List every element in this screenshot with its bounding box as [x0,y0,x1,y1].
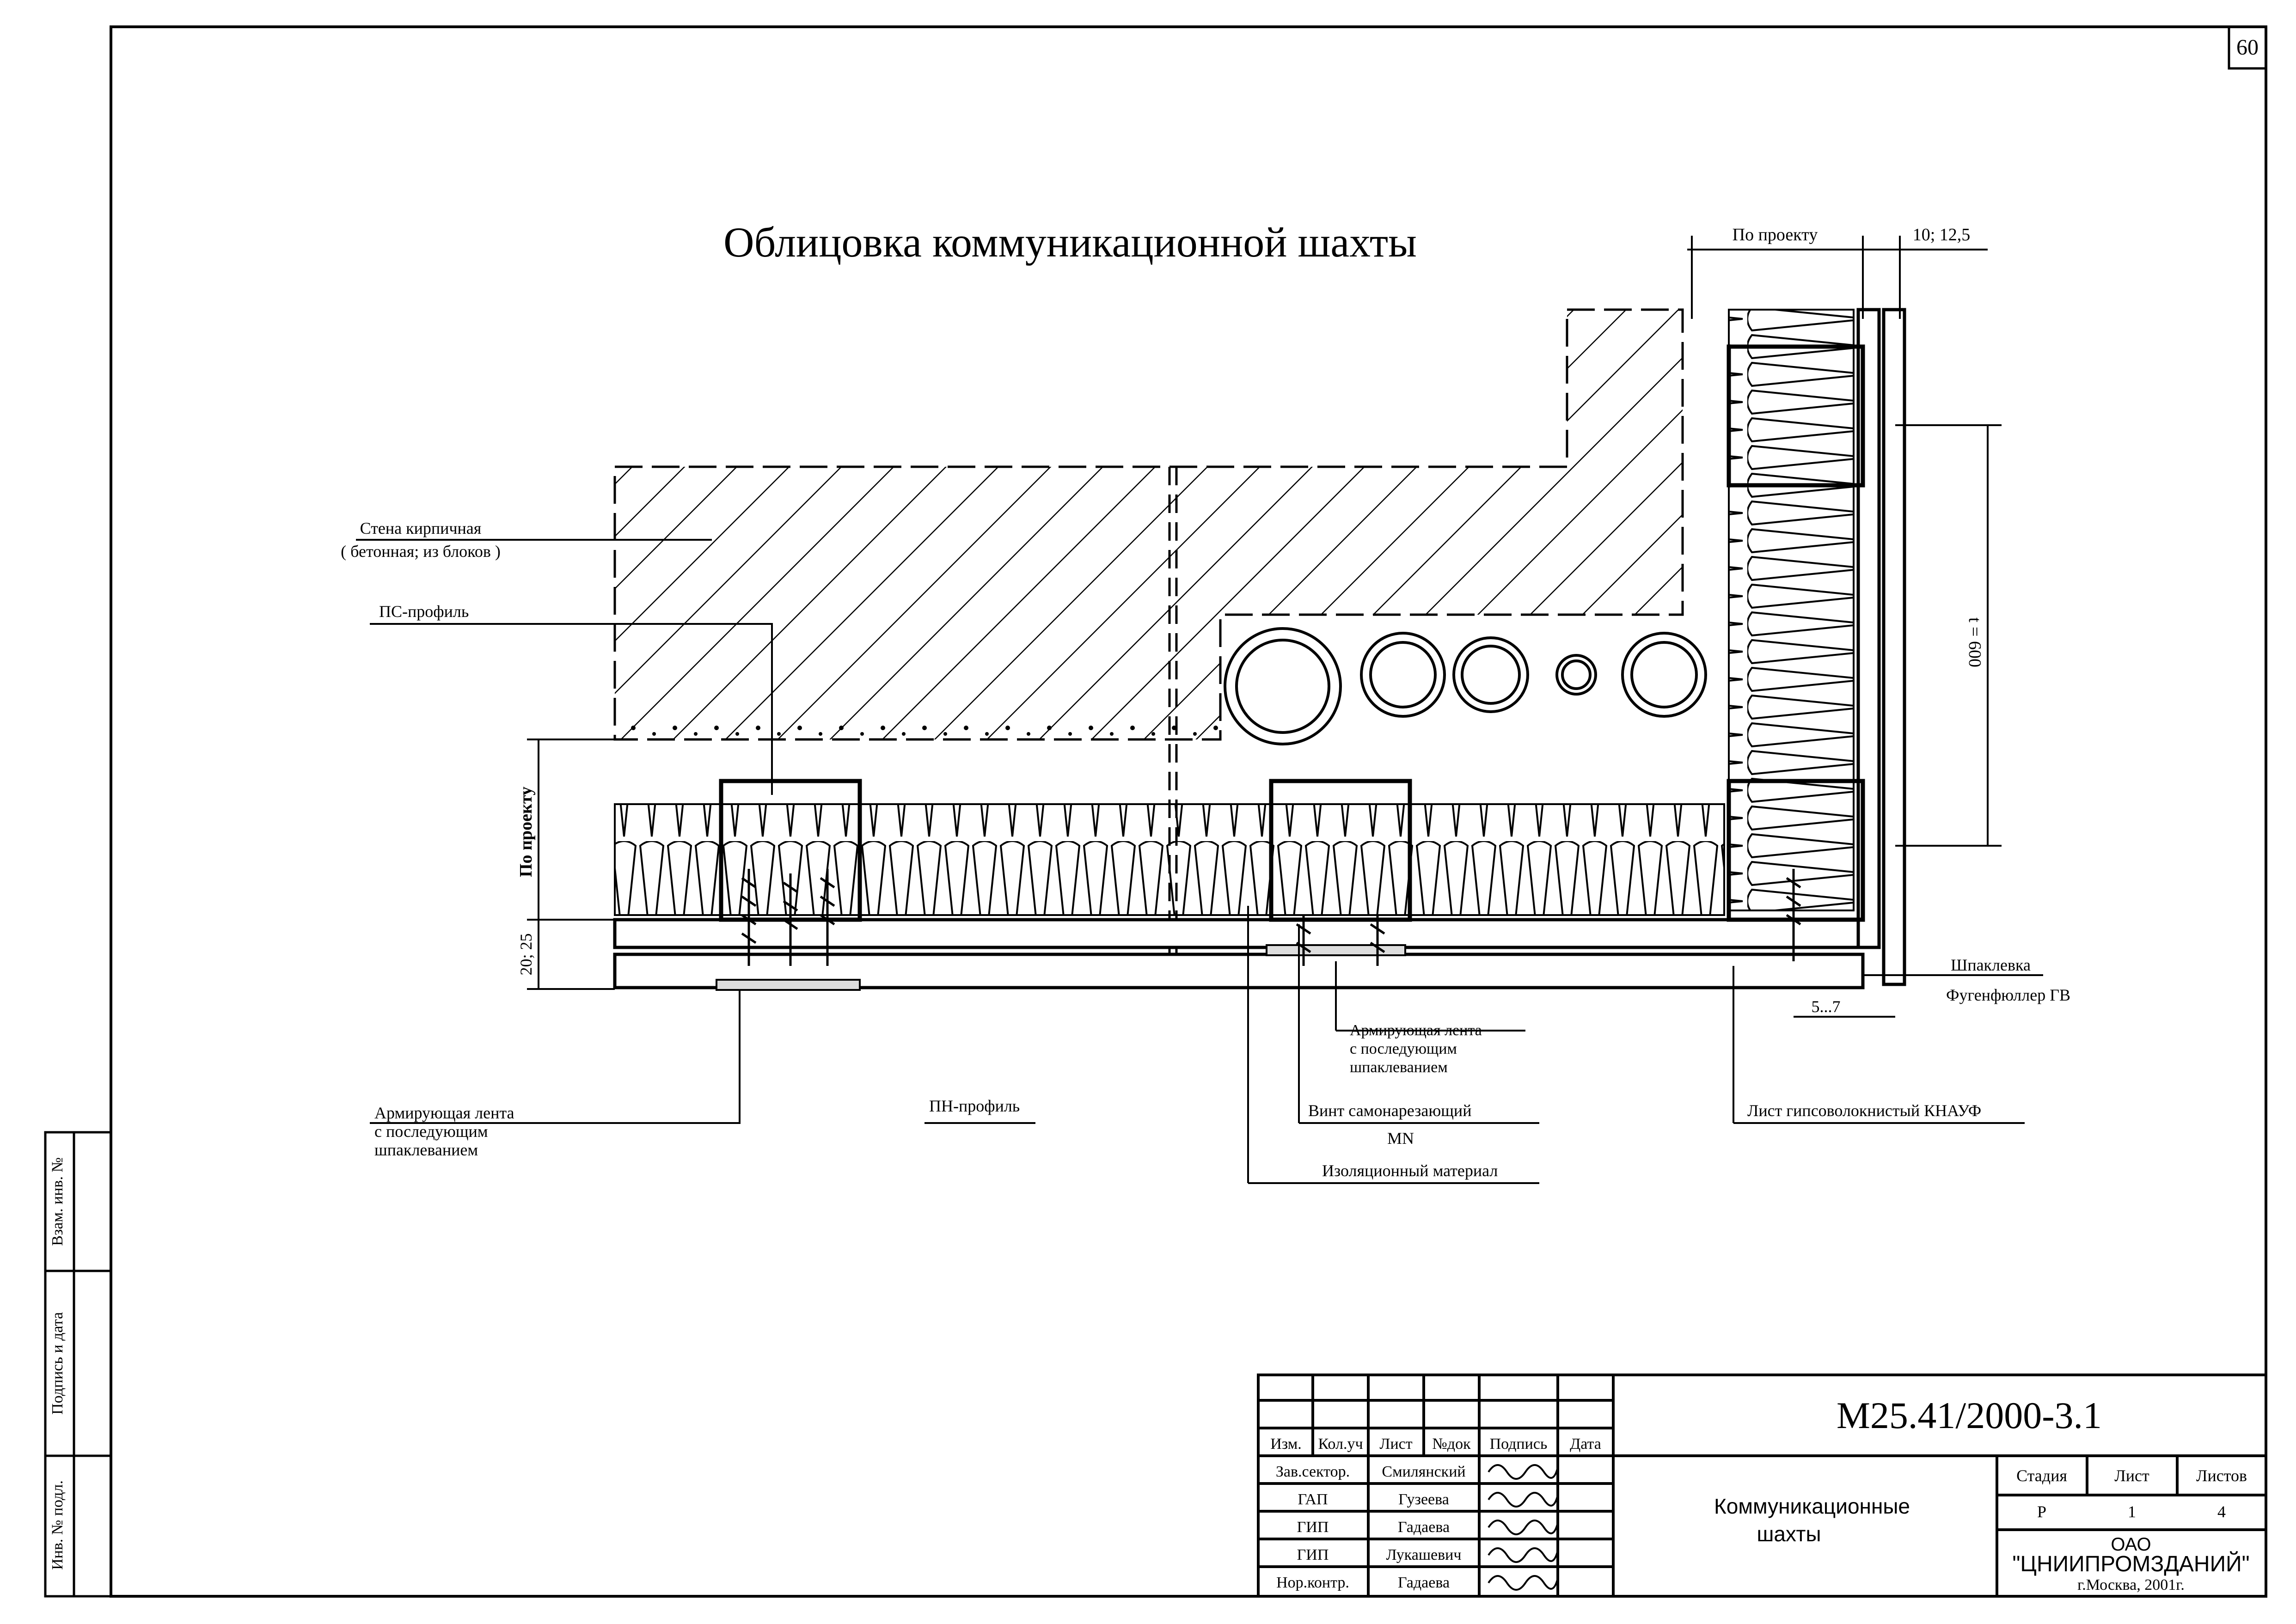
ps-profile-mid [1269,779,1412,922]
ps-profile-top [1727,344,1865,488]
signatures [1488,1464,1559,1591]
stamp-header-izm: Изм. [1270,1435,1302,1453]
tape-mid [1266,944,1406,956]
sheet-number-box [2228,25,2267,70]
label-wall: Стена кирпичная [360,519,482,537]
label-wall-sub: ( бетонная; из блоков ) [341,542,501,561]
label-tape-mid-1: Армирующая лента [1350,1022,1482,1039]
side-stamp [44,1131,112,1598]
dim-top-thickness: 10; 12,5 [1913,225,1971,244]
stamp-header-list: Лист [1379,1435,1412,1453]
stamp-doc-name-1: Коммуникационные [1714,1494,1910,1518]
side-stamp-replace: Взам. инв. № [49,1157,66,1246]
stamp-org-1: ОАО [2111,1534,2151,1555]
label-tape-mid-3: шпаклеванием [1350,1059,1448,1076]
sheet-frame [110,25,2267,1598]
stamp-name-3: Гадаева [1398,1519,1450,1536]
dimension-lines [527,236,2002,1018]
side-stamp-signature: Подпись и дата [49,1312,66,1415]
stamp-doc-name-2: шахты [1757,1522,1821,1546]
stamp-stage: Р [2037,1502,2046,1521]
label-screw-type: MN [1387,1129,1414,1148]
stamp-sheet-header: Лист [2114,1466,2149,1485]
ps-profile-bottom [1727,779,1865,922]
stamp-header-koluch: Кол.уч [1318,1435,1363,1453]
sheet-number: 60 [2236,35,2259,60]
stamp-name-2: Гузеева [1398,1491,1449,1508]
stamp-header-sign: Подпись [1490,1435,1548,1453]
stamp-stage-header: Стадия [2016,1466,2067,1485]
stamp-name-4: Лукашевич [1386,1546,1462,1563]
stamp-org-3: г.Москва, 2001г. [2077,1576,2185,1593]
side-stamp-inventory: Инв. № подл. [49,1480,66,1570]
label-tape-left-1: Армирующая лента [374,1104,514,1122]
stamp-role-5: Нор.контр. [1276,1574,1349,1591]
label-putty: Шпаклевка [1951,956,2031,974]
stamp-name-1: Смилянский [1382,1463,1465,1480]
stamp-sheet: 1 [2128,1502,2136,1521]
mortar-layer [615,721,1220,739]
insulation-vertical [1728,309,1855,911]
stamp-role-1: Зав.сектор. [1276,1463,1350,1480]
tape-left [716,979,861,991]
pipes [1224,627,1707,745]
stamp-sheets-header: Листов [2196,1466,2247,1485]
gypsum-sheet-vertical-2 [1882,308,1906,986]
label-tape-left-2: с последующим [374,1122,488,1141]
stamp-name-5: Гадаева [1398,1574,1450,1591]
title-block [1257,1374,2267,1598]
label-sheet: Лист гипсоволокнистый КНАУФ [1747,1101,1981,1120]
label-screw: Винт самонарезающий [1308,1101,1471,1120]
label-tape-mid-2: с последующим [1350,1040,1457,1057]
label-tape-left-3: шпаклеванием [374,1141,478,1159]
leader-lines [356,539,2043,1184]
stamp-sheets: 4 [2217,1502,2226,1521]
stamp-header-doc: №док [1432,1435,1471,1453]
label-ps-profile: ПС-профиль [379,602,469,621]
dim-step: t = 600 [1965,617,1984,667]
stamp-org-2: "ЦНИИПРОМЗДАНИЙ" [2012,1551,2249,1576]
insulation-horizontal [614,803,1725,916]
screws [741,869,1801,966]
dim-left-gap: 20; 25 [517,933,535,975]
dim-top-project: По проекту [1733,225,1818,244]
stamp-code: М25.41/2000-3.1 [1837,1394,2102,1436]
label-fugen: Фугенфюллер ГВ [1946,986,2070,1004]
stamp-role-2: ГАП [1298,1491,1328,1508]
label-insulation: Изоляционный материал [1322,1161,1498,1180]
gypsum-sheet-inner [613,918,1865,949]
drawing-title: Облицовка коммуникационной шахты [723,219,1417,266]
brick-wall [613,308,1684,741]
dim-bottom-gap: 5...7 [1812,997,1841,1016]
stamp-role-3: ГИП [1297,1519,1329,1536]
stamp-role-4: ГИП [1297,1546,1329,1563]
stamp-header-date: Дата [1570,1435,1601,1453]
dim-left-project: По проекту [516,787,536,877]
label-pn-profile: ПН-профиль [929,1097,1020,1115]
